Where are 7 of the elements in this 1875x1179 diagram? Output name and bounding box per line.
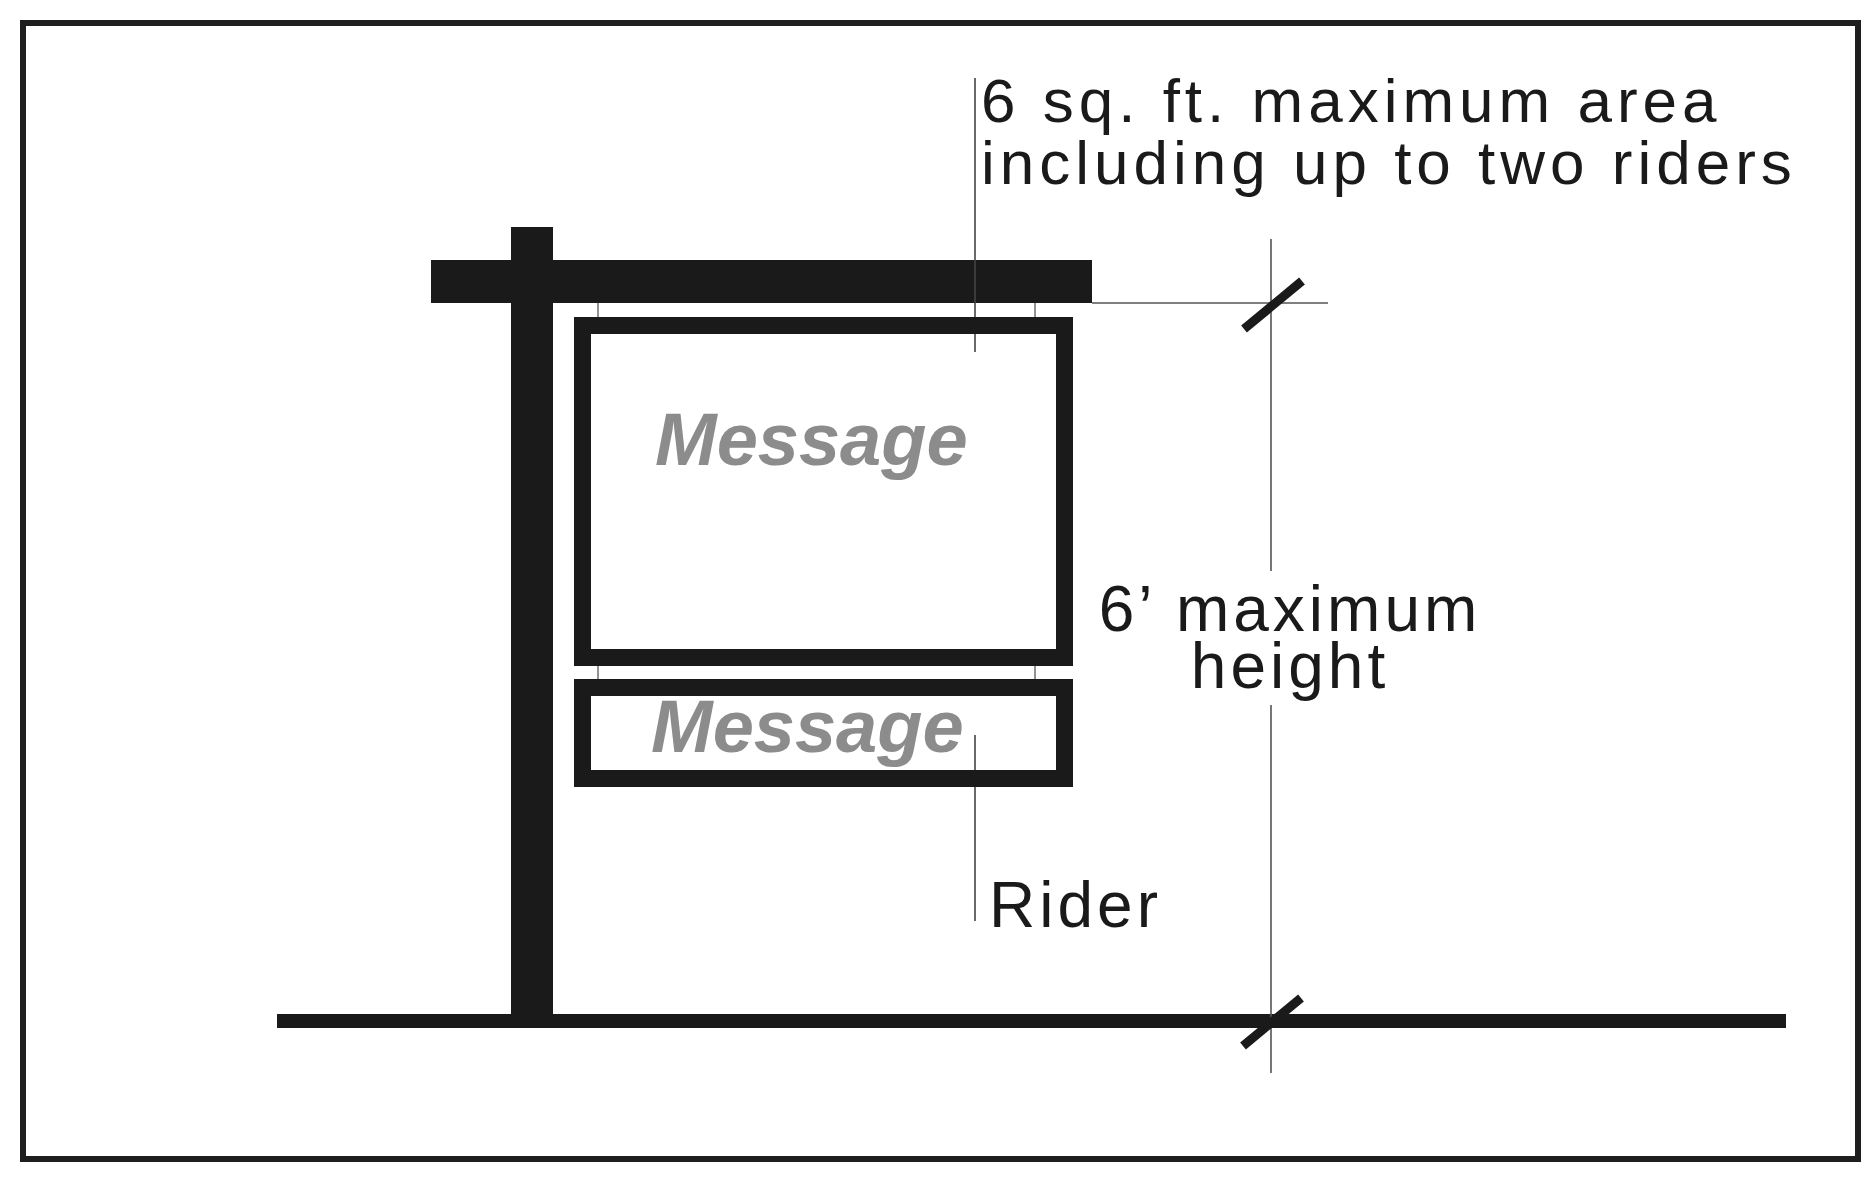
annotation-text: 6 sq. ft. maximum area including up to two riders bbox=[975, 66, 1798, 198]
sign-panel bbox=[574, 317, 1073, 666]
part-label: Rider bbox=[975, 869, 1162, 941]
rider-panel bbox=[574, 679, 1073, 787]
leader-line bbox=[974, 77, 976, 353]
leader-line bbox=[974, 734, 976, 922]
dimension-label: 6’ maximum height bbox=[1098, 573, 1482, 703]
